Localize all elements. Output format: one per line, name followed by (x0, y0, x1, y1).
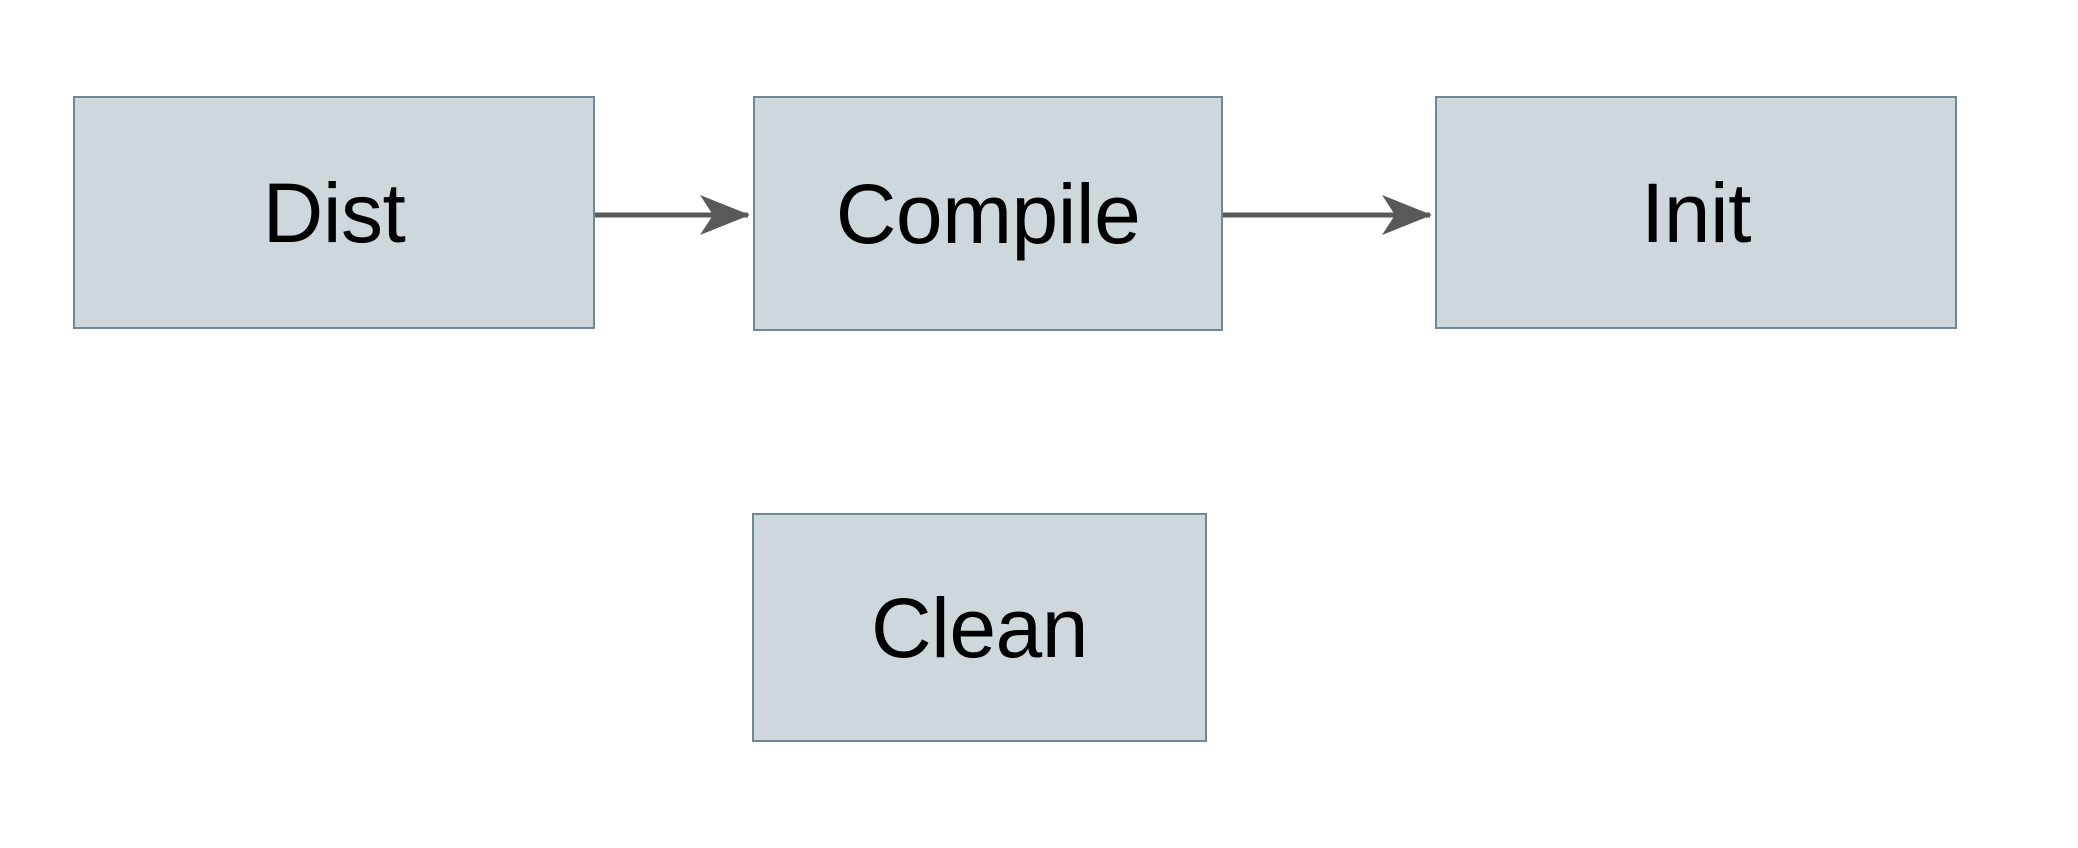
node-label-compile: Compile (835, 166, 1141, 261)
node-init[interactable]: Init (1435, 96, 1957, 329)
node-dist[interactable]: Dist (73, 96, 595, 329)
node-label-init: Init (1640, 165, 1752, 260)
node-label-clean: Clean (871, 580, 1088, 675)
node-compile[interactable]: Compile (753, 96, 1223, 331)
node-clean[interactable]: Clean (752, 513, 1207, 742)
node-label-dist: Dist (262, 165, 406, 260)
